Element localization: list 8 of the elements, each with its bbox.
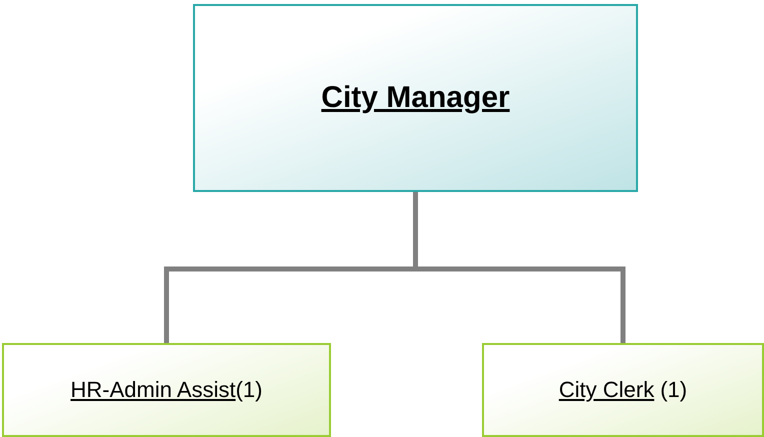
position-count: (1) [660,377,688,403]
position-count: (1) [236,377,262,403]
position-box [482,343,764,437]
position-title: City Manager [321,81,510,115]
manager-box [193,4,638,192]
position-box [2,343,331,437]
position-title: HR-Admin Assist [70,377,236,403]
position-title: City Clerk [558,377,654,403]
